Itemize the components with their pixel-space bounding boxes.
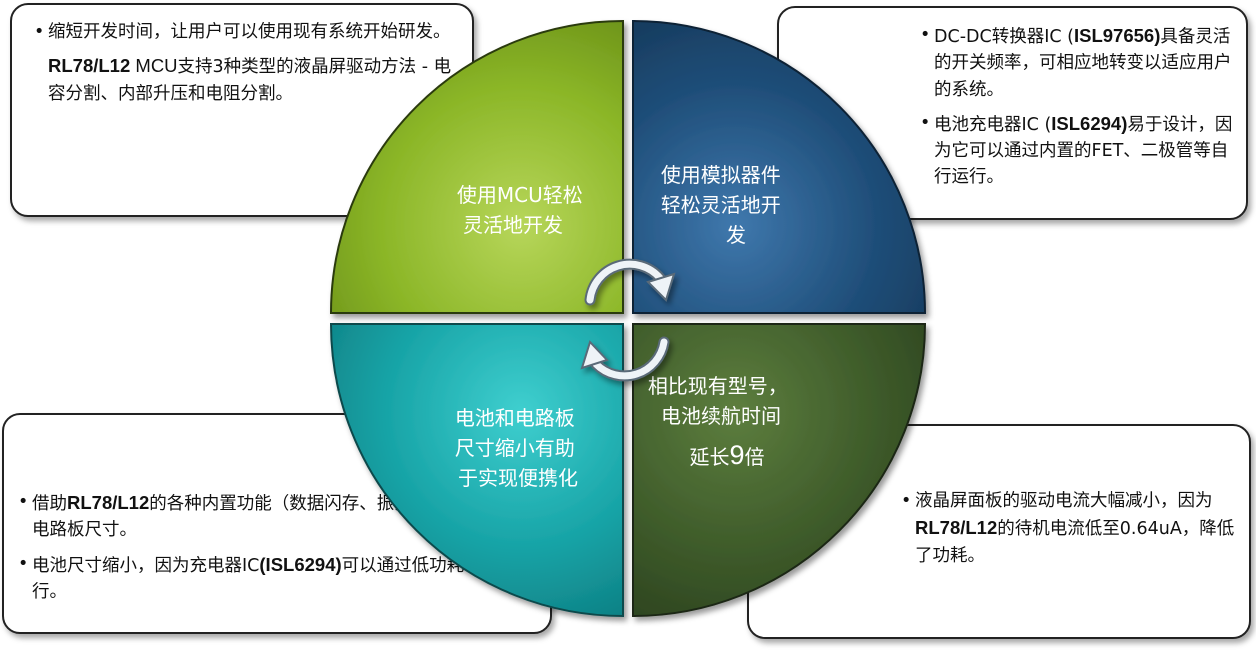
quadrant-bottom-left bbox=[329, 323, 624, 618]
bullet-item: 液晶屏面板的驱动电流大幅减小，因为RL78/L12的待机电流低至0.64uA，降… bbox=[901, 488, 1237, 569]
quadrant-label-bottom-right: 相比现有型号， 电池续航时间 bbox=[648, 374, 794, 428]
quadrant-label-top-left: 使用MCU轻松 灵活地开发 bbox=[457, 183, 589, 237]
quadrant-top-left bbox=[329, 19, 624, 314]
callout-top-left: 缩短开发时间，让用户可以使用现有系统开始研发。 RL78/L12 MCU支持3种… bbox=[10, 3, 474, 217]
quadrant-bottom-right bbox=[632, 323, 927, 618]
paragraph: RL78/L12 MCU支持3种类型的液晶屏驱动方法 - 电容分割、内部升压和电… bbox=[48, 55, 452, 104]
quadrant-top-right bbox=[632, 19, 927, 314]
bullet-item: DC-DC转换器IC (ISL97656)具备灵活的开关频率，可相应地转变以适应… bbox=[920, 22, 1236, 103]
bullet-item: 缩短开发时间，让用户可以使用现有系统开始研发。 bbox=[34, 19, 454, 46]
cycle-arrow-icon bbox=[580, 258, 676, 382]
quadrant-label-top-right: 使用模拟器件 轻松灵活地开 发 bbox=[661, 163, 787, 247]
bullet-item: 电池充电器IC (ISL6294)易于设计，因为它可以通过内置的FET、二极管等… bbox=[920, 110, 1236, 191]
quadrant-label-bottom-right-line3: 延长9倍 bbox=[689, 440, 764, 470]
quadrant-label-bottom-left: 电池和电路板 尺寸缩小有助 于实现便携化 bbox=[455, 406, 581, 490]
